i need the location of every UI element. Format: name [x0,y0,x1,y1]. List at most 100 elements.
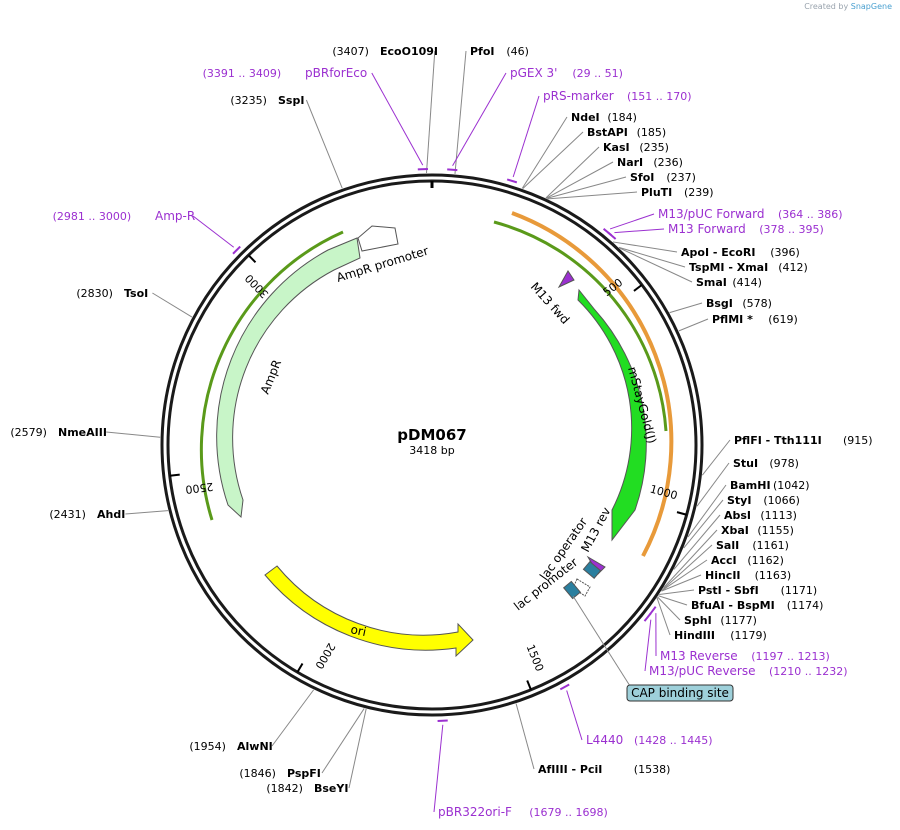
site-name: PflFI - Tth111I [734,434,822,447]
snapgene-credit: Created by SnapGene [804,2,892,11]
primer-label: (378 .. 395)M13 Forward [668,222,824,236]
primer-name: pBR322ori-F [438,805,512,819]
site-position: (619) [768,313,798,326]
site-label: (1066)StyI [727,494,800,507]
site-label: (1171)PstI - SbfI [698,584,817,597]
site-label: (978)StuI [733,457,799,470]
primer-leader [566,690,583,741]
primer-mark [506,178,518,184]
primer-label: (29 .. 51)pGEX 3' [510,66,623,80]
ori-label: ori [349,622,367,639]
primer-label: (364 .. 386)M13/pUC Forward [658,207,843,221]
primer-marks [232,168,657,722]
site-position: (1177) [720,614,757,627]
site-position: (1846) [239,767,276,780]
site-name: HindIII [674,629,715,642]
lac-operator-feature [582,560,602,580]
primer-label: (1428 .. 1445)L4440 [586,733,713,747]
site-label: (185)BstAPI [587,126,666,139]
primer-label: (151 .. 170)pRS-marker [543,89,692,103]
site-position: (1174) [787,599,824,612]
site-position: (1155) [757,524,794,537]
site-name: BfuAI - BspMI [691,599,775,612]
ampr-feature [216,237,361,519]
site-name: NmeAIII [58,426,107,439]
primer-name: M13/pUC Forward [658,207,765,221]
site-position: (3407) [332,45,369,58]
site-name: PspFI [287,767,321,780]
site-leader [661,544,713,591]
site-leader [612,241,678,253]
site-position: (414) [732,276,762,289]
site-name: ApoI - EcoRI [681,246,755,259]
site-position: (1161) [752,539,789,552]
mstaygold-feature [577,288,647,542]
site-name: PluTI [641,186,672,199]
site-name: NarI [617,156,643,169]
site-leader [659,589,695,595]
site-leader [545,146,600,199]
tick-label: 2500 [185,480,214,496]
primer-mark [643,612,652,622]
orange-cds-arc [511,211,674,557]
site-name: NdeI [571,111,600,124]
primer-range: (1679 .. 1698) [529,806,608,819]
site-leader [658,595,688,606]
site-name: TsoI [124,287,148,300]
site-name: AccI [711,554,737,567]
primer-name: pBRforEco [305,66,367,80]
site-label: (1162)AccI [711,554,784,567]
site-position: (1538) [634,763,671,776]
primer-leader [614,228,665,234]
site-position: (236) [653,156,683,169]
primer-mark [607,231,617,240]
site-label: (2579) NmeAIII [10,426,107,439]
m13-fwd-label: M13 fwd [528,280,572,327]
site-label: (236) NarI [617,156,683,169]
site-label: (46)PfoI [470,45,529,58]
site-name: SalI [716,539,739,552]
site-position: (2579) [10,426,47,439]
site-position: (185) [637,126,667,139]
primer-mark [232,245,241,255]
site-leader [661,559,708,592]
tick-label: 1500 [524,643,547,674]
site-leader [669,302,703,314]
tick-mark [633,284,643,292]
tick-mark [247,254,257,264]
site-name: SphI [684,614,712,627]
site-label: (1163)HincII [705,569,791,582]
site-leader [547,191,638,200]
site-name: PfoI [470,45,495,58]
site-leader [271,689,314,747]
site-position: (1171) [781,584,818,597]
site-label: (1842)BseYI [266,782,348,795]
site-leader [687,484,727,538]
site-name: PflMI * [712,313,753,326]
site-leader [522,131,584,189]
site-leader [546,176,627,199]
primer-range: (378 .. 395) [759,223,824,236]
site-label: (3235)SspI [230,94,304,107]
site-label: (3407)EcoO109I [332,45,438,58]
primer-name: M13/pUC Reverse [649,664,756,678]
tick-label: 2000 [312,641,337,672]
site-leader [683,499,724,549]
site-position: (2830) [76,287,113,300]
site-name: BsgI [706,297,733,310]
site-position: (1842) [266,782,303,795]
site-name: TspMI - XmaI [689,261,768,274]
site-label: (1174) BfuAI - BspMI [691,599,823,612]
site-name: AbsI [724,509,751,522]
site-position: (412) [778,261,808,274]
site-label: (1155)XbaI [721,524,794,537]
primer-label: (2981 .. 3000)Amp-R [53,209,196,223]
site-leader [678,318,709,332]
site-position: (239) [684,186,714,199]
primer-name: M13 Reverse [660,649,738,663]
cap-binding-site-label: CAP binding site [631,686,729,700]
site-label: (239) PluTI [641,186,714,199]
site-label: (1179)HindIII [674,629,767,642]
site-label: (412) TspMI - XmaI [689,261,808,274]
site-position: (3235) [230,94,267,107]
